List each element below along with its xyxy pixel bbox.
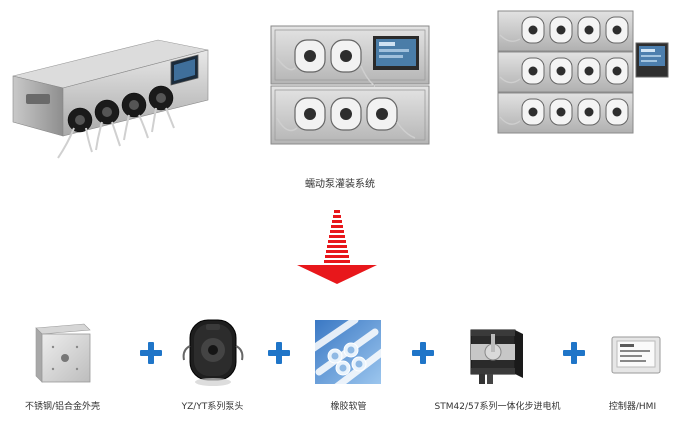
component-label-controller-hmi: 控制器/HMI [608,402,657,412]
plus-icon [268,342,290,364]
plus-icon [563,342,585,364]
pump-filling-system-caption: 蠕动泵灌装系统 [305,179,375,190]
down-arrow-icon [297,210,377,284]
component-label-tubing: 橡胶软管 [330,402,367,412]
three-tier-pump-cabinet-image [497,10,669,134]
tubing-icon [315,320,381,384]
stepper-motor-icon [470,329,523,384]
component-label-pump-head: YZ/YT系列泵头 [181,402,244,412]
plus-icon [140,342,162,364]
controller-hmi-icon [611,336,661,374]
component-label-stepper-motor: STM42/57系列一体化步进电机 [434,402,561,412]
component-label-enclosure: 不锈钢/铝合金外壳 [24,402,101,412]
two-tier-pump-cabinet-image [270,25,430,145]
enclosure-box-icon [35,323,91,383]
pump-head-icon [182,319,244,386]
plus-icon [412,342,434,364]
four-head-pump-unit-image [12,39,209,159]
